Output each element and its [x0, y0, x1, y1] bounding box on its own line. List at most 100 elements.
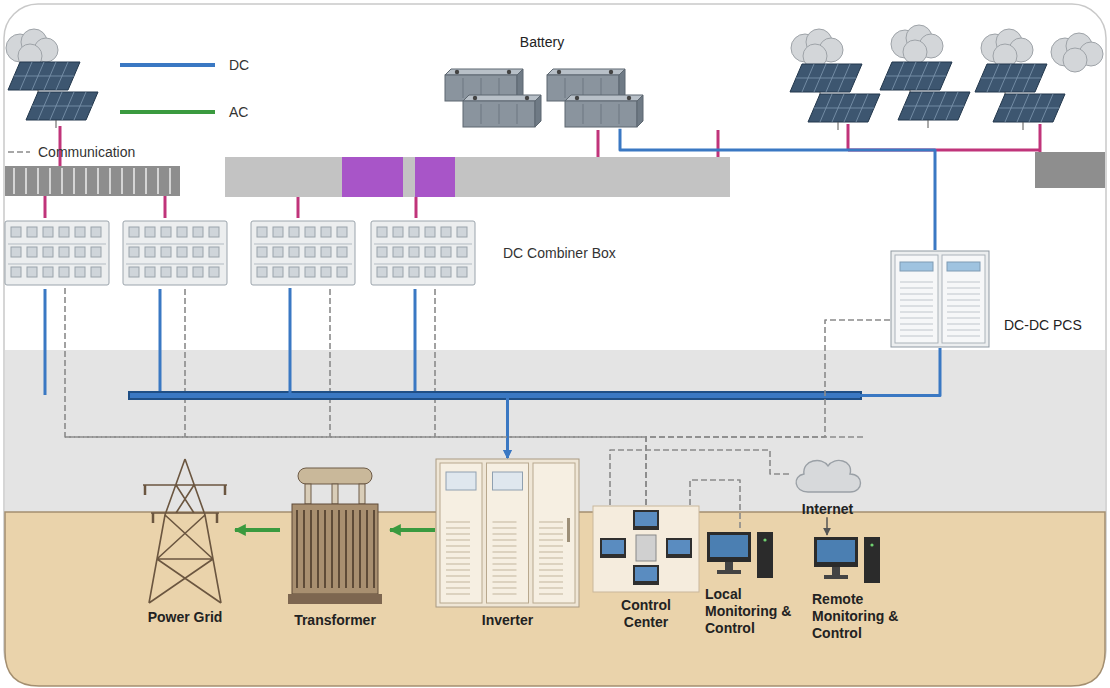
battery-seam	[499, 104, 500, 124]
cabinet-body	[251, 221, 355, 285]
power-light	[870, 543, 873, 546]
breaker	[209, 227, 219, 237]
panel-face	[975, 64, 1047, 92]
junction-block	[415, 157, 455, 197]
cooling-fin	[345, 510, 347, 588]
breaker	[177, 247, 187, 257]
transformer-base	[288, 594, 382, 604]
solar-panel	[993, 94, 1065, 130]
cable-tray-stripe	[121, 168, 123, 194]
breaker	[43, 267, 53, 277]
cabinet-grille	[900, 330, 933, 331]
tree	[891, 25, 943, 64]
breaker	[377, 267, 387, 277]
cabinet-grille	[446, 594, 470, 595]
cabinet-grille	[539, 540, 563, 541]
panel-grid	[904, 106, 964, 107]
cabinet-grille	[947, 306, 980, 307]
cable-tray	[5, 166, 180, 196]
cabinet-door	[440, 463, 482, 603]
legend-entry: DC	[120, 57, 249, 74]
cabinet-grille	[446, 570, 470, 571]
cloud-icon	[790, 452, 865, 497]
breaker	[129, 247, 139, 257]
legend-entry: AC	[120, 104, 248, 121]
monitor-frame	[707, 532, 751, 562]
node-label: DC-DC PCS	[1004, 317, 1082, 334]
cable-tray-stripe	[73, 168, 75, 194]
monitor-screen	[635, 512, 657, 526]
breaker	[457, 227, 467, 237]
cabinet-display	[947, 262, 980, 271]
panel-grid	[14, 76, 74, 77]
cabinet-grille	[947, 324, 980, 325]
pv-string-cable	[717, 130, 720, 157]
cabinet-grille	[446, 558, 470, 559]
cabinet-grille	[446, 588, 470, 589]
inverter-icon	[435, 458, 580, 608]
cabinet-grille	[446, 576, 470, 577]
communication-drop	[434, 289, 436, 437]
ac-cable	[390, 528, 435, 532]
breaker	[337, 267, 347, 277]
cabinet-display	[446, 472, 476, 490]
breaker	[305, 267, 315, 277]
panel-leg	[928, 120, 929, 128]
breaker	[393, 267, 403, 277]
cabinet-rail	[374, 244, 472, 245]
battery-terminal	[507, 70, 511, 74]
node-label: Control Center	[610, 597, 682, 631]
breaker	[409, 227, 419, 237]
cabinet-grille	[900, 294, 933, 295]
breaker	[321, 247, 331, 257]
combiner-cabinet	[251, 221, 355, 285]
battery-top	[565, 95, 643, 101]
breaker	[289, 227, 299, 237]
breaker	[457, 267, 467, 277]
monitor-frame	[600, 538, 626, 558]
battery-body	[565, 101, 637, 127]
legend-line-sample	[8, 149, 30, 155]
cable-tray-stripe	[97, 168, 99, 194]
communication-drop	[184, 289, 186, 437]
dc-cable	[620, 129, 935, 250]
cable-tray-stripe	[49, 168, 51, 194]
cabinet-grille	[493, 570, 517, 571]
battery-seam	[463, 78, 464, 98]
breaker	[91, 227, 101, 237]
pv-string-cable	[297, 197, 300, 218]
monitor-frame	[814, 537, 858, 567]
breaker	[457, 247, 467, 257]
breaker	[305, 227, 315, 237]
cabinet-grille	[539, 534, 563, 535]
panel-grid	[981, 78, 1041, 79]
cable-tray	[225, 157, 730, 197]
internet-cloud: Internet	[790, 452, 865, 518]
cloud-shape	[796, 460, 860, 492]
transformer: Transformer	[280, 462, 390, 629]
breaker	[145, 247, 155, 257]
breaker	[321, 227, 331, 237]
cable-tray-stripe	[13, 168, 15, 194]
battery-terminal	[627, 96, 631, 100]
battery-icon	[435, 55, 649, 129]
cabinet-grille	[493, 534, 517, 535]
combiner-cabinet	[123, 221, 227, 285]
legend-line	[8, 152, 30, 154]
cooling-fin	[359, 510, 361, 588]
panel-leg	[1023, 122, 1024, 130]
pcs-icon	[890, 250, 990, 348]
node-label: Battery	[520, 34, 564, 51]
breaker	[177, 227, 187, 237]
breaker	[377, 227, 387, 237]
cooling-fin	[317, 510, 319, 588]
cabinet-body	[891, 251, 989, 347]
panel-leg	[838, 122, 839, 130]
power-grid: Power Grid	[135, 455, 235, 626]
control-room-icon	[592, 505, 700, 593]
tree	[1051, 33, 1103, 72]
battery-terminal	[575, 96, 579, 100]
cabinet-grille	[539, 594, 563, 595]
cabinet-grille	[900, 288, 933, 289]
